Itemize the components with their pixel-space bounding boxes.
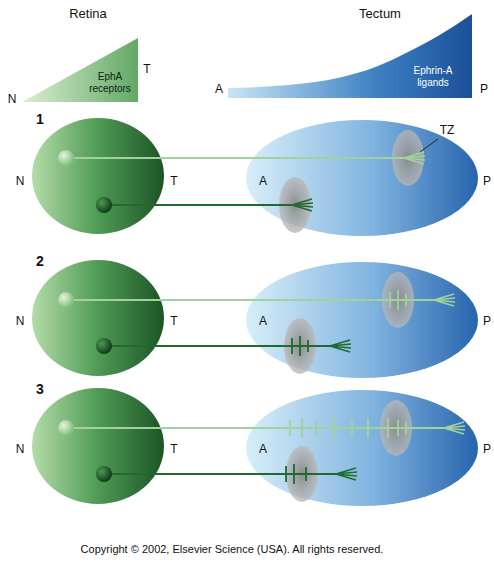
column-heading: Retina	[69, 7, 107, 21]
panel-number: 3	[36, 382, 44, 397]
axis-letter: N	[16, 175, 25, 188]
axis-letter: T	[170, 315, 177, 328]
retina	[32, 118, 164, 234]
node-text: Ephrin-A ligands	[403, 65, 463, 88]
leader-line	[420, 139, 438, 152]
axis-letter: P	[480, 83, 488, 96]
shape-fill	[228, 14, 472, 98]
axis-letter: T	[170, 443, 177, 456]
column-heading: Tectum	[359, 7, 401, 21]
tectum	[246, 120, 478, 236]
axis-letter: T	[170, 175, 177, 188]
axis-letter: A	[215, 83, 223, 96]
shape-fill	[22, 38, 138, 102]
node-text: EphA receptors	[84, 71, 136, 94]
panel-number: 1	[36, 112, 44, 127]
row-1	[32, 118, 478, 236]
callout-label: TZ	[440, 124, 455, 137]
retina	[32, 260, 164, 376]
axis-letter: A	[259, 315, 267, 328]
row-3	[32, 388, 478, 506]
panel-number: 2	[36, 254, 44, 269]
axis-letter: N	[16, 315, 25, 328]
tectum	[246, 390, 478, 506]
axis-letter: A	[259, 443, 267, 456]
axis-letter: T	[143, 63, 150, 76]
row-2	[32, 260, 478, 378]
gradient-triangle: EphA receptors	[22, 38, 138, 102]
axis-letter: P	[483, 175, 491, 188]
retina	[32, 388, 164, 504]
axis-letter: P	[483, 315, 491, 328]
gradient-wedge: Ephrin-A ligands	[228, 12, 472, 98]
axis-letter: N	[8, 93, 17, 106]
copyright-note: Copyright © 2002, Elsevier Science (USA)…	[81, 543, 384, 555]
axis-letter: A	[259, 175, 267, 188]
axis-letter: N	[16, 443, 25, 456]
tectum	[246, 262, 478, 378]
axis-letter: P	[483, 443, 491, 456]
